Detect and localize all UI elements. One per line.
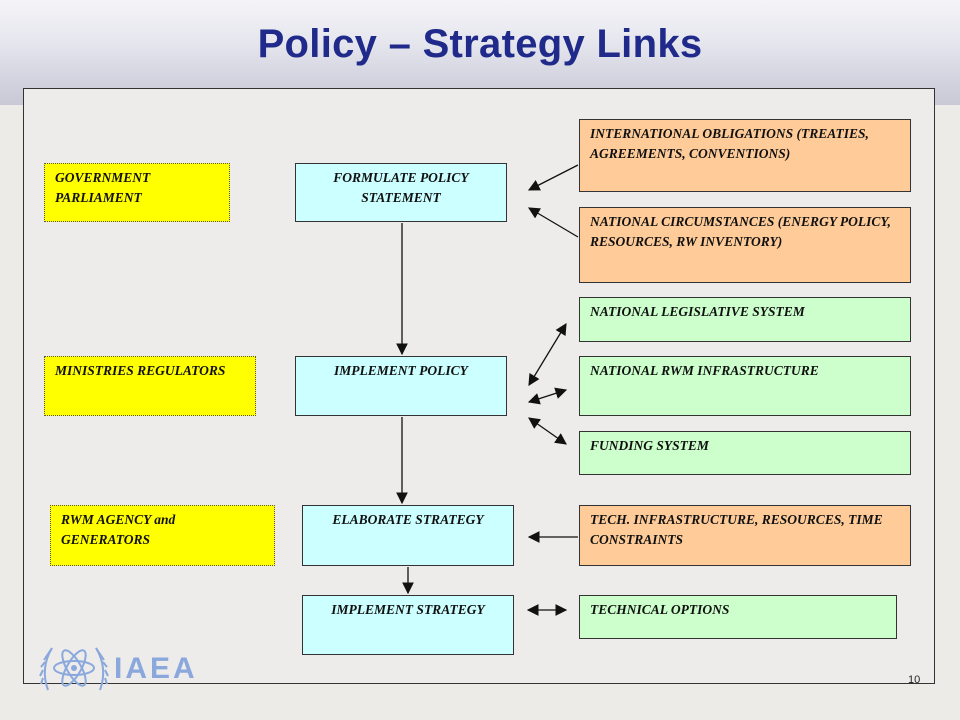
iaea-logo-text: IAEA bbox=[114, 652, 198, 685]
factor-funding-system: FUNDING SYSTEM bbox=[579, 431, 911, 475]
factor-tech-infrastructure: TECH. INFRASTRUCTURE, RESOURCES, TIME CO… bbox=[579, 505, 911, 566]
factor-technical-options: TECHNICAL OPTIONS bbox=[579, 595, 897, 639]
header-band bbox=[0, 0, 960, 105]
arrow-national-circumstances bbox=[527, 207, 579, 238]
actor-ministries-regulators: MINISTRIES REGULATORS bbox=[44, 356, 256, 416]
iaea-emblem-icon bbox=[39, 647, 109, 691]
factor-international-obligations: INTERNATIONAL OBLIGATIONS (TREATIES, AGR… bbox=[579, 119, 911, 192]
actor-government-parliament: GOVERNMENT PARLIAMENT bbox=[44, 163, 230, 222]
step-formulate-policy: FORMULATE POLICY STATEMENT bbox=[295, 163, 507, 222]
slide-title: Policy – Strategy Links bbox=[257, 22, 703, 66]
step-implement-policy: IMPLEMENT POLICY bbox=[295, 356, 507, 416]
factor-national-rwm-infrastructure: NATIONAL RWM INFRASTRUCTURE bbox=[579, 356, 911, 416]
step-implement-strategy: IMPLEMENT STRATEGY bbox=[302, 595, 514, 655]
arrow-funding-system bbox=[528, 417, 567, 445]
step-elaborate-strategy: ELABORATE STRATEGY bbox=[302, 505, 514, 566]
actor-rwm-agency-generators: RWM AGENCY and GENERATORS bbox=[50, 505, 275, 566]
factor-national-circumstances: NATIONAL CIRCUMSTANCES (ENERGY POLICY, R… bbox=[579, 207, 911, 283]
page-number: 10 bbox=[908, 674, 921, 686]
arrow-intl-obligations bbox=[527, 164, 579, 191]
factor-national-legislative-system: NATIONAL LEGISLATIVE SYSTEM bbox=[579, 297, 911, 342]
arrow-legislative-system bbox=[528, 322, 567, 387]
arrow-rwm-infrastructure bbox=[527, 387, 568, 405]
